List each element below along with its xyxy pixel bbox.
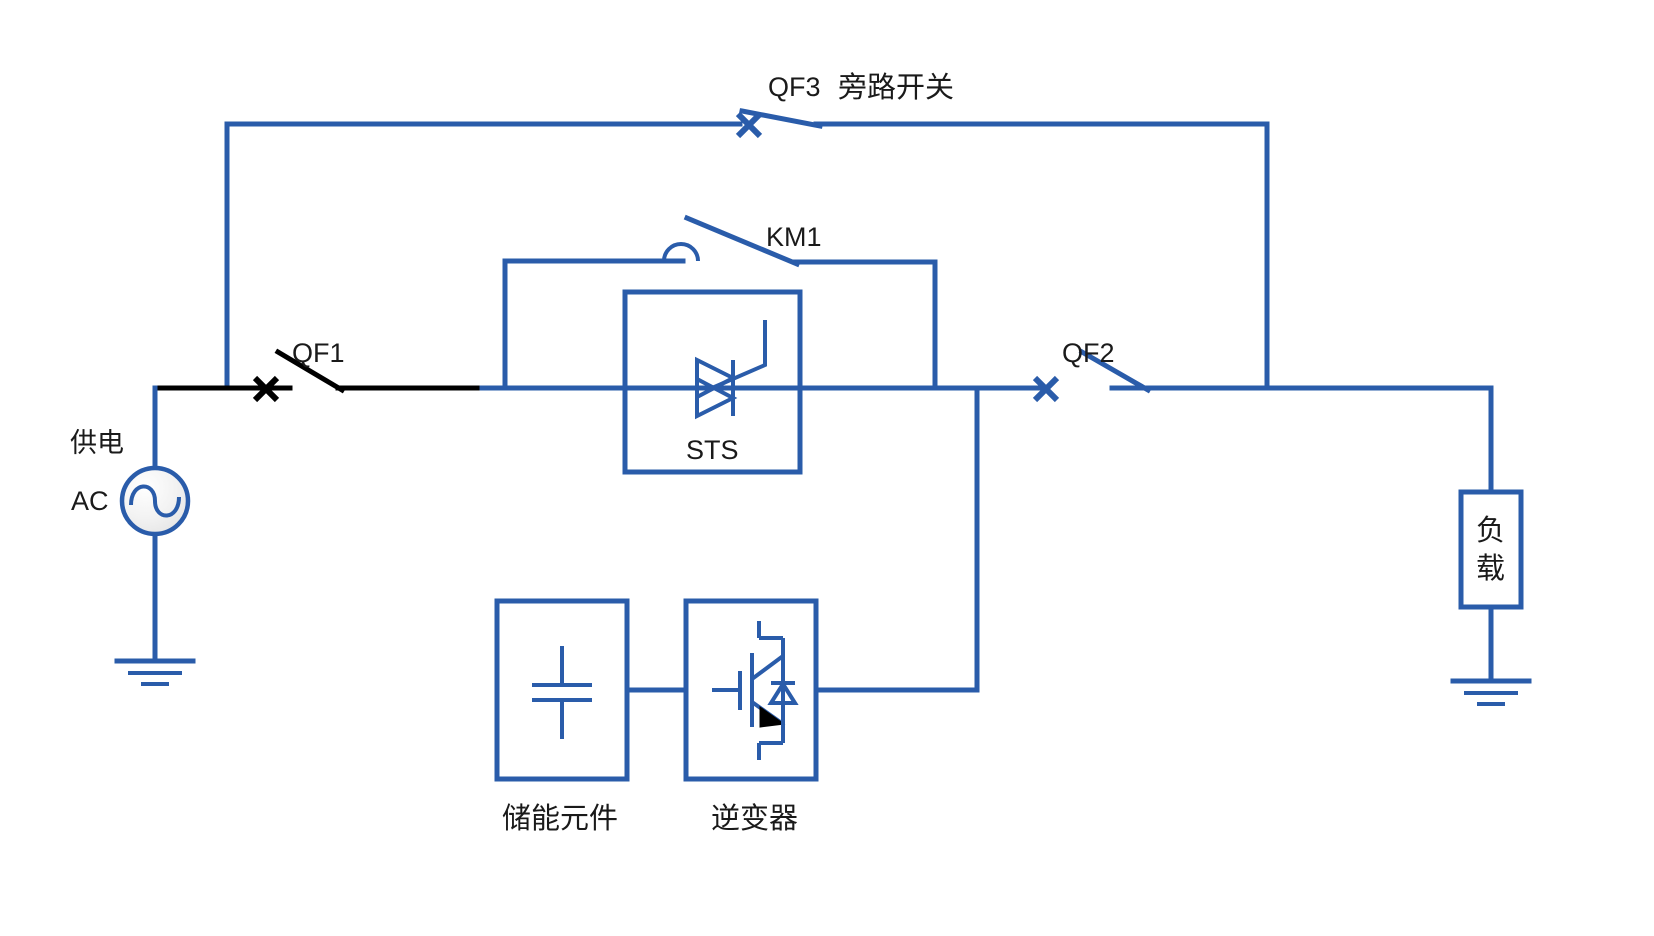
qf2-label: QF2 <box>1062 338 1115 368</box>
qf3-label: QF3 <box>768 72 821 102</box>
km1-branch-wiring <box>502 258 938 391</box>
qf1-label: QF1 <box>292 338 345 368</box>
km1-arc-glyph <box>662 242 700 262</box>
storage-label: 储能元件 <box>502 801 618 835</box>
source-wiring <box>152 385 485 663</box>
sts-label: STS <box>686 435 739 465</box>
bypass-branch-wiring <box>224 121 1270 391</box>
triac-triangle-upper <box>695 356 738 401</box>
load-label-line2: 载 <box>1476 551 1505 585</box>
ground-load-symbol <box>1450 678 1532 706</box>
storage-block <box>494 598 630 782</box>
qf2-blade <box>1078 348 1152 394</box>
bypass-switch-label: 旁路开关 <box>838 70 954 104</box>
qf3-switch[interactable] <box>735 108 823 139</box>
sts-box <box>622 289 803 475</box>
km1-contactor[interactable] <box>662 214 801 268</box>
km1-blade <box>683 214 801 268</box>
supply-label: 供电 <box>70 428 124 459</box>
igbt-symbol <box>712 621 799 760</box>
inverter-tie-wiring <box>813 385 980 693</box>
qf1-blade <box>274 348 346 394</box>
load-box <box>1458 489 1524 610</box>
storage-box <box>494 598 630 782</box>
qf1-x-marker <box>252 375 280 403</box>
qf2-x-marker <box>1032 375 1060 403</box>
ac-source-symbol <box>119 465 191 537</box>
capacitor-symbol <box>532 646 592 739</box>
load-block: 负 载 <box>1458 489 1524 610</box>
km1-label: KM1 <box>766 222 822 252</box>
qf3-blade <box>739 108 823 129</box>
igbt-emitter-arrow <box>759 706 786 728</box>
diode-triangle <box>767 680 799 705</box>
sts-block <box>622 289 803 475</box>
igbt-collector-slant <box>750 654 785 681</box>
ac-label: AC <box>71 486 109 516</box>
ground-source-symbol <box>114 658 196 686</box>
load-label-line1: 负 <box>1476 513 1505 547</box>
ac-sine-glyph <box>129 484 181 518</box>
inverter-box <box>683 598 819 782</box>
qf2-switch[interactable] <box>1032 348 1152 403</box>
qf1-switch[interactable] <box>252 348 346 403</box>
sts-triac-symbol <box>695 320 767 420</box>
qf3-x-marker <box>735 111 763 139</box>
inverter-label: 逆变器 <box>711 801 798 835</box>
main-bus-wiring <box>479 385 1494 495</box>
inverter-block <box>683 598 819 782</box>
triac-gate-lead <box>711 320 767 390</box>
